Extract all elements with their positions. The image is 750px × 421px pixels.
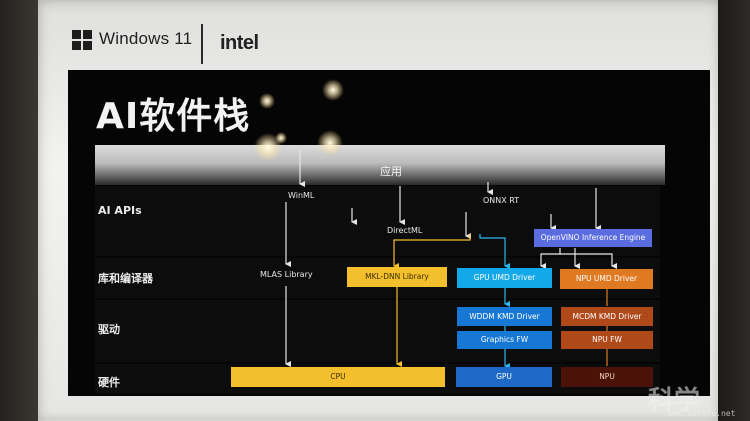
row-label-libraries: 库和编译器: [98, 272, 153, 285]
row-label-drivers: 驱动: [98, 323, 120, 336]
row-label-hardware: 硬件: [98, 376, 120, 389]
arrow-openvino-npu-umd-2: [560, 253, 617, 269]
npu-umd-box: NPU UMD Driver: [560, 269, 653, 289]
row-label-ai-apis: AI APIs: [98, 204, 142, 217]
arrow-directml-gpu-umd: [479, 234, 510, 269]
gpu-box: GPU: [456, 367, 552, 387]
windows-logo-icon: [72, 30, 92, 50]
openvino-box: OpenVINO Inference Engine: [534, 229, 652, 247]
watermark-logo: 科学: [648, 386, 701, 416]
cpu-box: CPU: [231, 367, 445, 387]
npu-fw-box: NPU FW: [561, 331, 653, 349]
npu-box: NPU: [561, 367, 653, 387]
wddm-kmd-box: WDDM KMD Driver: [457, 307, 552, 326]
mcdm-kmd-box: MCDM KMD Driver: [561, 307, 653, 326]
gpu-umd-box: GPU UMD Driver: [457, 268, 552, 288]
watermark-url: www.selife.net: [668, 409, 736, 418]
arrow-directml-mkl: [393, 234, 471, 269]
directml-label: DirectML: [387, 226, 423, 235]
arrow-openvino-gpu-umd: [540, 248, 561, 269]
intel-logo: intel: [220, 32, 259, 54]
application-bar: [95, 145, 665, 185]
application-label: 应用: [380, 165, 402, 178]
mkl-dnn-box: MKL-DNN Library: [347, 267, 447, 287]
onnx-rt-label: ONNX RT: [483, 196, 520, 205]
slide-title: AI软件栈: [96, 96, 251, 137]
mlas-library-label: MLAS Library: [260, 270, 313, 279]
graphics-fw-box: Graphics FW: [457, 331, 552, 349]
room-right-edge: [718, 0, 750, 421]
room-left-edge: [0, 0, 38, 421]
header-divider: [201, 24, 203, 64]
winml-label: WinML: [288, 191, 315, 200]
windows-label: Windows 11: [99, 29, 193, 48]
